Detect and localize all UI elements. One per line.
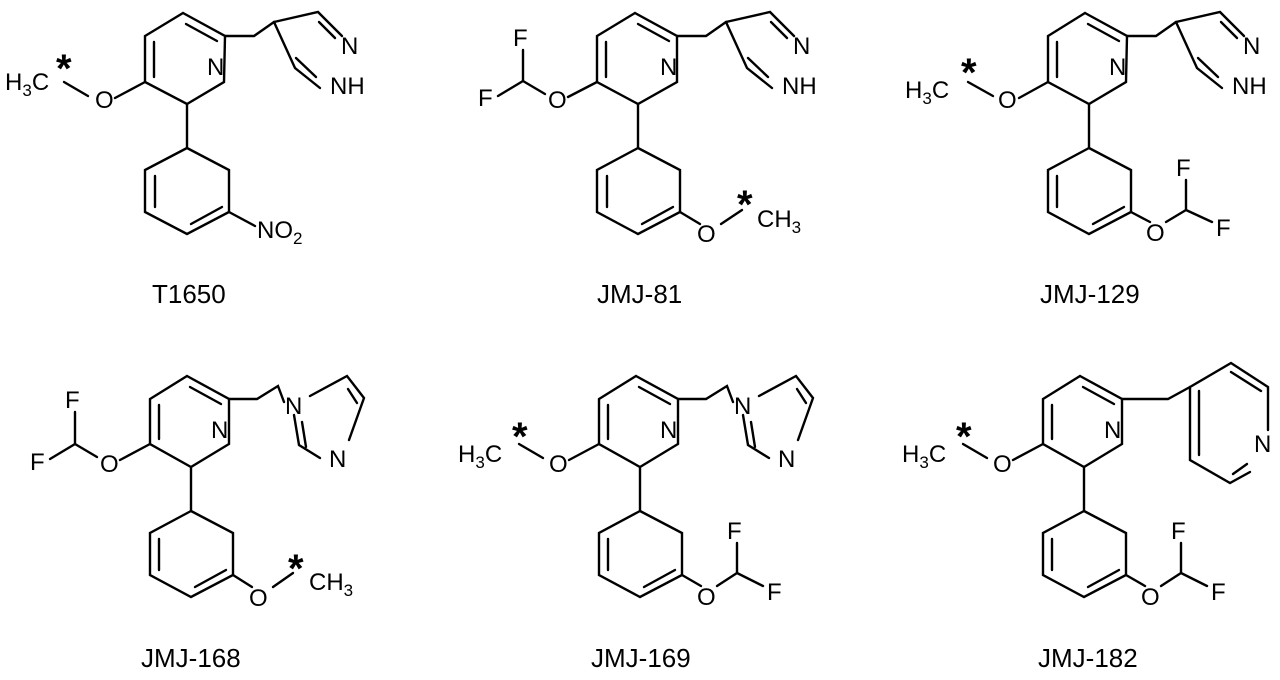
- imidazole-n1-label: N: [734, 393, 751, 420]
- asterisk-marker: *: [56, 47, 72, 91]
- methyl-label: H3C: [905, 77, 949, 108]
- fluorine-top-label: F: [1171, 518, 1186, 545]
- compound-jmj-81: N O F F O * CH3 N NH JMJ-81: [478, 10, 817, 309]
- asterisk-marker: *: [956, 415, 972, 459]
- ring-nitrogen-label: N: [1104, 417, 1121, 444]
- fluorine-top-label: F: [727, 518, 742, 545]
- pyrazole-ring: [223, 10, 344, 90]
- aryl-oxygen-label: O: [249, 585, 268, 612]
- methoxy-group: [62, 80, 147, 100]
- compound-name: JMJ-169: [591, 643, 691, 673]
- pyrazole-n-label: N: [1243, 33, 1260, 60]
- pyridine-4-yl-ring: [1120, 361, 1270, 485]
- methoxy-group: [517, 442, 601, 462]
- ring-nitrogen-label: N: [660, 54, 677, 81]
- nitro-label: NO2: [257, 217, 302, 248]
- pyrazole-nh-label: NH: [782, 73, 817, 100]
- difluoromethoxy-group: [48, 410, 152, 462]
- methyl-label: CH3: [757, 206, 801, 237]
- left-oxygen-label: O: [548, 87, 567, 114]
- asterisk-marker: *: [288, 547, 304, 591]
- imidazole-n3-label: N: [778, 446, 795, 473]
- nitrophenyl-ring: [143, 102, 257, 236]
- fluorine-right-label: F: [1211, 579, 1226, 606]
- nitro-text: NO2: [257, 217, 302, 248]
- methoxy-oxygen-label: O: [95, 87, 114, 114]
- pyrazole-n-label: N: [793, 33, 810, 60]
- methoxy-oxygen-label: O: [998, 87, 1017, 114]
- fluorine-bottom-label: F: [30, 449, 45, 476]
- methoxy-oxygen-label: O: [549, 451, 568, 478]
- difluoromethoxyphenyl-ring: [1046, 102, 1214, 236]
- compound-t1650: N NO2 O H3C * N NH T1650: [5, 10, 365, 309]
- pyrazole-nh-label: NH: [1232, 73, 1267, 100]
- methyl-label: H3C: [458, 441, 502, 472]
- fluorine-bottom-label: F: [478, 85, 493, 112]
- asterisk-marker: *: [737, 183, 753, 227]
- pyrazole-nh-label: NH: [330, 73, 365, 100]
- pyrazole-n-label: N: [341, 33, 358, 60]
- imidazole-ring: [227, 374, 366, 460]
- methoxyphenyl-ring: [148, 465, 295, 599]
- methyl-label: H3C: [5, 69, 49, 100]
- methyl-label: CH3: [309, 569, 353, 600]
- aryl-oxygen-label: O: [1146, 220, 1165, 247]
- imidazole-n3-label: N: [329, 446, 346, 473]
- difluoromethoxyphenyl-ring: [597, 465, 765, 599]
- fluorine-top-label: F: [513, 25, 528, 52]
- methyl-label: H3C: [902, 441, 946, 472]
- aryl-oxygen-label: O: [697, 221, 716, 248]
- left-oxygen-label: O: [100, 451, 119, 478]
- aryl-oxygen-label: O: [697, 584, 716, 611]
- difluoromethoxy-group: [496, 48, 599, 99]
- compound-jmj-129: N O H3C * O F F N NH JMJ-129: [905, 10, 1267, 309]
- methoxy-oxygen-label: O: [993, 451, 1012, 478]
- asterisk-marker: *: [961, 51, 977, 95]
- fluorine-top-label: F: [65, 387, 80, 414]
- fluorine-top-label: F: [1176, 155, 1191, 182]
- difluoromethoxyphenyl-ring: [1041, 465, 1209, 599]
- compound-name: JMJ-168: [141, 643, 241, 673]
- pyrazole-ring: [675, 10, 796, 90]
- methoxy-group: [966, 80, 1050, 100]
- fluorine-right-label: F: [1216, 215, 1231, 242]
- compound-jmj-182: N O H3C * O F F N JMJ-182: [902, 361, 1271, 673]
- compound-name: JMJ-129: [1040, 279, 1140, 309]
- ring-nitrogen-label: N: [207, 54, 224, 81]
- imidazole-ring: [676, 374, 815, 460]
- ring-nitrogen-label: N: [1109, 54, 1126, 81]
- compound-name: JMJ-182: [1038, 643, 1138, 673]
- imidazole-n1-label: N: [285, 393, 302, 420]
- methoxyphenyl-ring: [595, 102, 744, 236]
- compound-name: JMJ-81: [597, 279, 682, 309]
- pyridyl-nitrogen-label: N: [1254, 431, 1271, 458]
- fluorine-right-label: F: [767, 579, 782, 606]
- ring-nitrogen-label: N: [211, 417, 228, 444]
- pyrazole-ring: [1125, 10, 1246, 90]
- methoxy-group: [961, 442, 1045, 462]
- ring-nitrogen-label: N: [660, 417, 677, 444]
- asterisk-marker: *: [512, 415, 528, 459]
- compound-jmj-169: N O H3C * O F F N N JMJ-169: [458, 374, 815, 673]
- aryl-oxygen-label: O: [1141, 584, 1160, 611]
- compound-jmj-168: N O F F O * CH3 N N JMJ-168: [30, 374, 366, 673]
- compound-name: T1650: [152, 279, 226, 309]
